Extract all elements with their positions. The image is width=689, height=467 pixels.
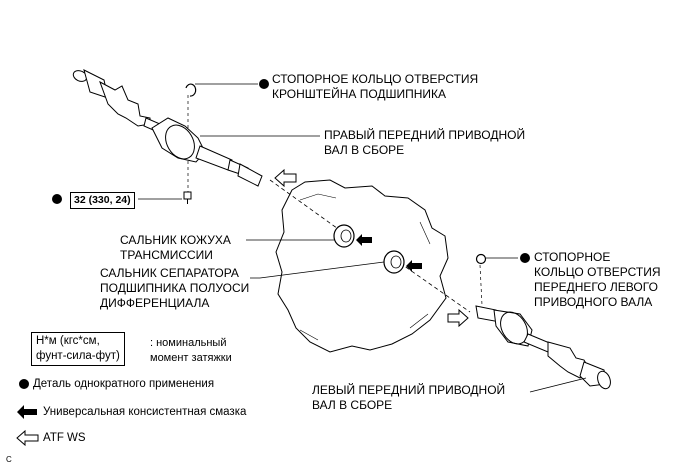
filled-dot-icon [259, 79, 269, 89]
legend-unit-description: : номинальный момент затяжки [150, 337, 232, 364]
filled-dot-icon [52, 194, 62, 204]
grease-arrow-icon [406, 260, 422, 272]
alignment-line-ring [479, 264, 483, 306]
label-separator-oil-seal: САЛЬНИК СЕПАРАТОРА ПОДШИПНИКА ПОЛУОСИ ДИ… [100, 266, 250, 310]
transmission-housing [275, 179, 449, 353]
left-drive-shaft [475, 305, 611, 390]
oil-seal-separator [383, 250, 405, 274]
leader-lines [138, 83, 587, 393]
legend-grease: Универсальная консистентная смазка [43, 406, 247, 418]
legend-atf: ATF WS [43, 432, 86, 444]
grease-arrow-icon [356, 234, 372, 246]
right-drive-shaft [72, 69, 263, 187]
label-right-drive-shaft: ПРАВЫЙ ПЕРЕДНИЙ ПРИВОДНОЙ ВАЛ В СБОРЕ [324, 128, 526, 157]
alignment-line-right [269, 179, 349, 237]
legend-non-reusable: Деталь однократного применения [33, 378, 215, 390]
filled-dot-icon [19, 379, 29, 389]
snap-ring-left-icon [475, 253, 487, 265]
label-left-drive-shaft: ЛЕВЫЙ ПЕРЕДНИЙ ПРИВОДНОЙ ВАЛ В СБОРЕ [312, 383, 506, 412]
label-snap-ring-left: СТОПОРНОЕ КОЛЬЦО ОТВЕРСТИЯ ПЕРЕДНЕГО ЛЕВ… [534, 250, 661, 309]
bolt-icon [183, 191, 192, 204]
snap-ring-bracket-icon [185, 83, 197, 97]
housing-inner-edge [299, 193, 431, 341]
atf-hollow-arrow-icon [274, 168, 297, 188]
atf-hollow-arrow-icon [16, 429, 39, 447]
label-case-oil-seal: САЛЬНИК КОЖУХА ТРАНСМИССИИ [120, 233, 231, 262]
torque-value-box: 32 (330, 24) [70, 192, 135, 209]
legend-unit-box: Н*м (кгс*см, фунт-сила-фут) [31, 332, 125, 366]
label-snap-ring-bracket: СТОПОРНОЕ КОЛЬЦО ОТВЕРСТИЯ КРОНШТЕЙНА ПО… [272, 72, 479, 101]
oil-seal-case [333, 224, 355, 248]
filled-dot-icon [520, 253, 530, 263]
grease-arrow-icon [17, 405, 37, 419]
atf-hollow-arrow-icon [447, 308, 469, 328]
corner-code: C [6, 455, 12, 464]
